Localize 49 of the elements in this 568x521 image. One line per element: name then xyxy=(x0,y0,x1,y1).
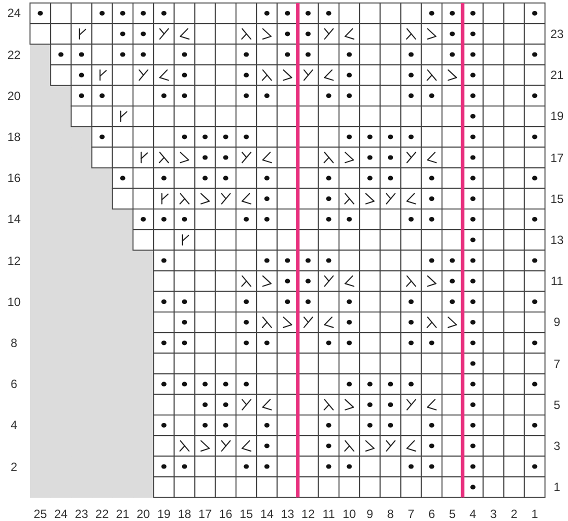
column-number: 7 xyxy=(406,507,416,521)
column-number: 13 xyxy=(280,507,296,521)
row-number: 4 xyxy=(10,418,18,432)
row-number: 14 xyxy=(6,212,22,226)
column-number: 14 xyxy=(259,507,275,521)
row-number: 21 xyxy=(549,68,565,82)
row-number: 7 xyxy=(552,356,562,370)
row-number: 9 xyxy=(552,315,562,330)
column-number: 17 xyxy=(197,507,213,521)
column-number: 9 xyxy=(366,507,374,521)
column-number: 8 xyxy=(386,507,395,521)
column-number: 6 xyxy=(427,507,436,521)
row-number: 24 xyxy=(6,6,22,20)
column-number: 20 xyxy=(136,507,151,521)
row-number: 20 xyxy=(6,88,22,103)
column-number: 19 xyxy=(156,507,172,521)
column-number: 1 xyxy=(530,507,540,521)
column-number: 5 xyxy=(448,507,457,521)
row-number: 12 xyxy=(6,254,22,268)
row-number: 11 xyxy=(550,274,564,288)
column-number: 3 xyxy=(489,507,498,521)
row-number: 22 xyxy=(6,48,22,62)
row-number: 3 xyxy=(552,438,562,453)
row-number: 16 xyxy=(6,171,22,186)
row-number: 10 xyxy=(6,294,22,309)
row-number: 6 xyxy=(10,377,18,392)
row-number: 2 xyxy=(10,460,18,474)
column-number: 11 xyxy=(321,507,336,521)
column-number: 23 xyxy=(74,507,90,521)
column-number: 18 xyxy=(176,507,192,521)
column-number: 21 xyxy=(115,507,130,521)
column-number: 15 xyxy=(238,507,254,521)
column-number: 24 xyxy=(53,507,69,521)
column-number: 22 xyxy=(94,507,110,521)
row-number: 19 xyxy=(549,109,565,124)
column-number: 4 xyxy=(468,507,478,521)
column-number: 2 xyxy=(510,507,518,521)
row-number: 1 xyxy=(552,480,562,494)
column-number: 16 xyxy=(218,507,234,521)
row-number: 18 xyxy=(6,130,22,144)
column-number: 10 xyxy=(342,507,357,521)
row-number: 15 xyxy=(549,192,565,206)
row-number: 23 xyxy=(549,26,565,41)
column-number: 12 xyxy=(300,507,316,521)
row-number: 5 xyxy=(552,398,562,412)
column-number: 25 xyxy=(32,507,48,521)
row-number: 13 xyxy=(549,232,565,247)
row-number: 8 xyxy=(10,336,18,350)
row-number: 17 xyxy=(549,150,565,164)
